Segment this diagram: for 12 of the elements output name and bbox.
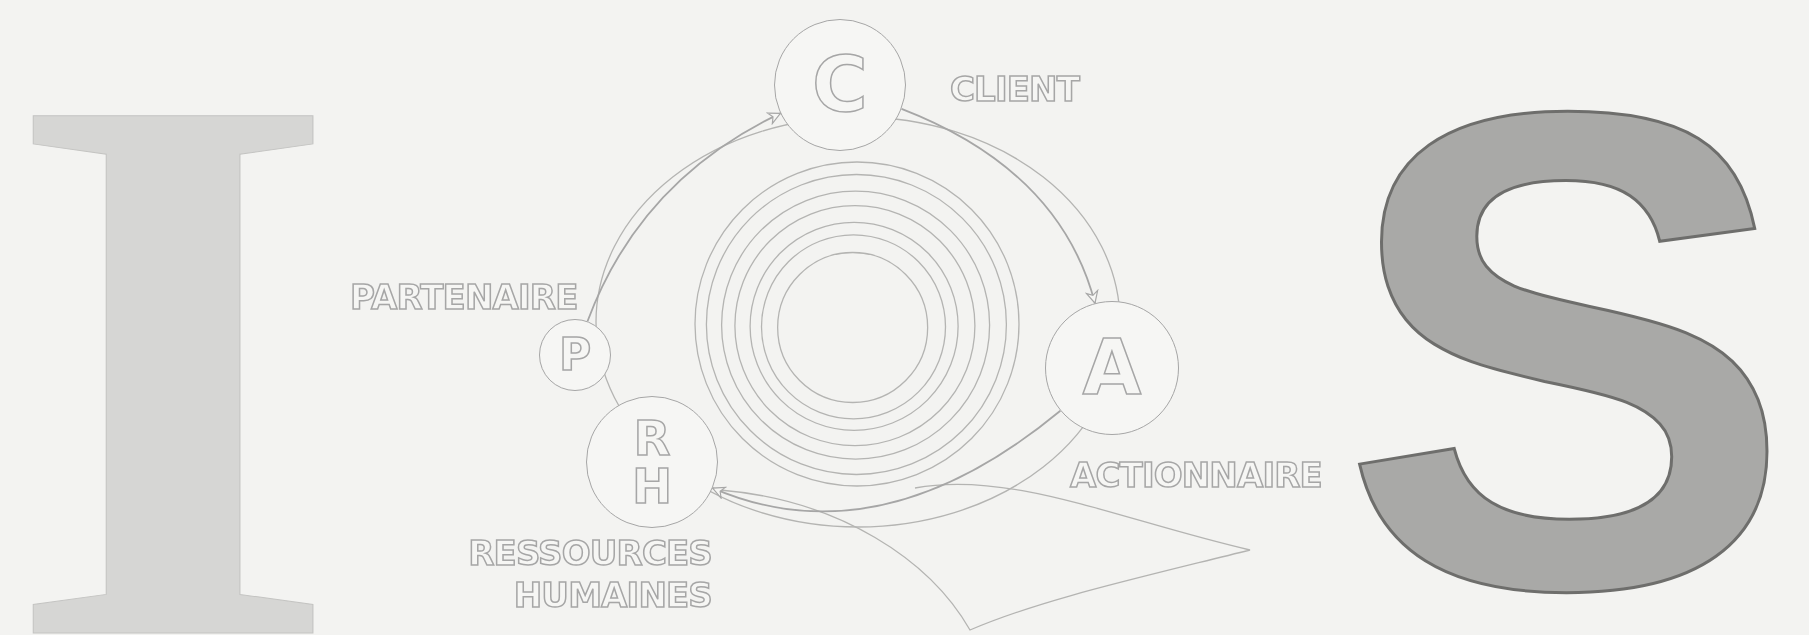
- curved-arrow: [586, 112, 782, 323]
- circle-letter: C: [812, 47, 868, 123]
- curved-arrow: [900, 107, 1098, 305]
- stakeholder-label: PARTENAIRE: [350, 276, 579, 319]
- circle-letter: P: [558, 333, 592, 377]
- circle-letter: R H: [630, 414, 674, 510]
- circle-letter: A: [1082, 330, 1142, 406]
- stakeholder-label: CLIENT: [950, 68, 1082, 111]
- stakeholder-label: RESSOURCES HUMAINES: [467, 532, 712, 616]
- stakeholder-label: ACTIONNAIRE: [1070, 454, 1323, 497]
- sans-letter: S: [1340, 10, 1794, 635]
- curved-arrow: [711, 409, 1062, 513]
